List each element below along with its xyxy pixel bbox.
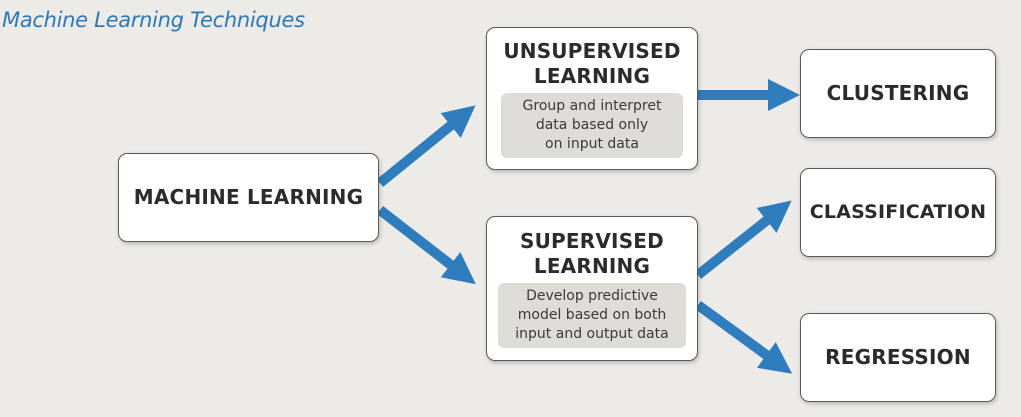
unsupervised-learning-node: UNSUPERVISED LEARNING Group and interpre… [486, 27, 698, 170]
unsupervised-title-line-1: UNSUPERVISED [503, 39, 681, 63]
arrow-ml-to-supervised [376, 206, 476, 285]
supervised-desc-line-3: input and output data [515, 326, 669, 342]
supervised-desc-line-2: model based on both [517, 307, 667, 323]
unsupervised-desc-line-2: data based only [535, 117, 649, 133]
supervised-title: SUPERVISED LEARNING [520, 229, 664, 279]
supervised-desc-line-1: Develop predictive [526, 288, 658, 304]
classification-label: CLASSIFICATION [809, 201, 987, 223]
unsupervised-title: UNSUPERVISED LEARNING [503, 39, 680, 89]
supervised-description: Develop predictive model based on both i… [498, 283, 686, 348]
regression-node: REGRESSION [800, 313, 996, 402]
machine-learning-label: MACHINE LEARNING [133, 185, 364, 209]
unsupervised-description: Group and interpret data based only on i… [501, 93, 683, 158]
supervised-title-line-2: LEARNING [533, 254, 651, 278]
arrow-supervised-to-classification [694, 200, 792, 279]
supervised-learning-node: SUPERVISED LEARNING Develop predictive m… [486, 216, 698, 361]
machine-learning-node: MACHINE LEARNING [118, 153, 379, 242]
unsupervised-desc-line-1: Group and interpret [522, 98, 662, 114]
regression-label: REGRESSION [825, 345, 971, 369]
unsupervised-title-line-2: LEARNING [533, 64, 651, 88]
clustering-label: CLUSTERING [826, 81, 970, 105]
unsupervised-desc-line-3: on input data [545, 136, 639, 152]
arrow-ml-to-unsupervised [376, 105, 476, 187]
clustering-node: CLUSTERING [800, 49, 996, 138]
classification-node: CLASSIFICATION [800, 168, 996, 257]
supervised-title-line-1: SUPERVISED [520, 229, 664, 253]
arrow-supervised-to-regression [695, 300, 793, 374]
page-title: Machine Learning Techniques [2, 8, 305, 32]
